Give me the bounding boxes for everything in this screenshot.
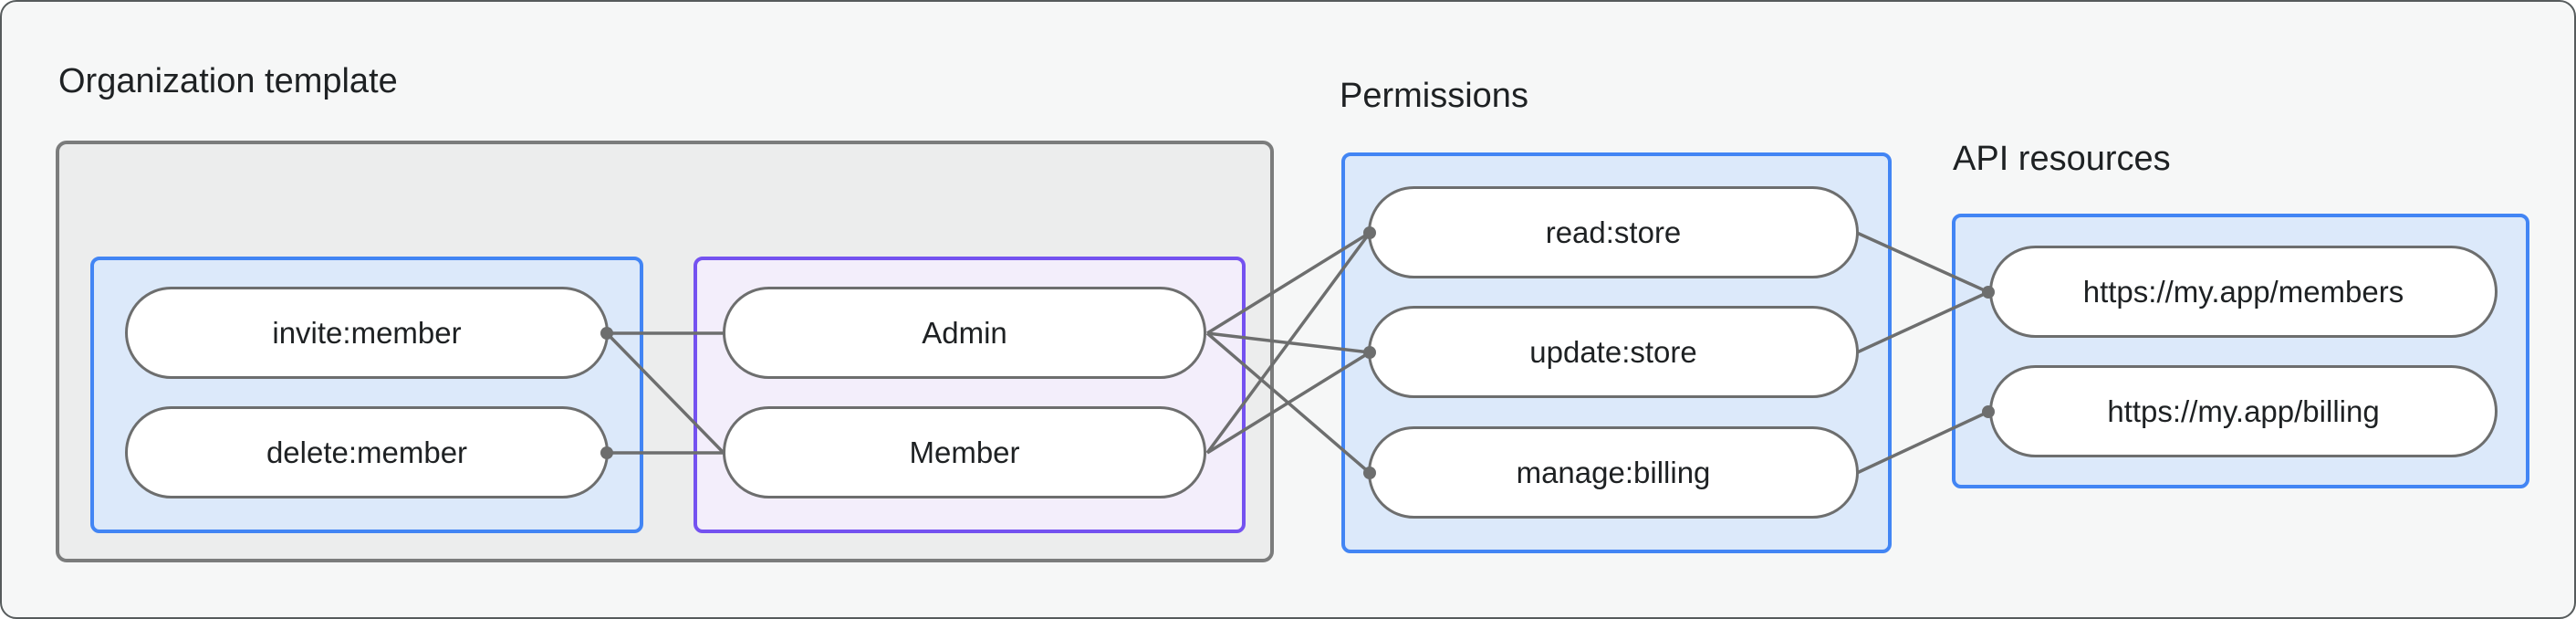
org-template-label: Organization template — [58, 62, 398, 100]
node-admin-role: Admin — [723, 287, 1206, 379]
node-read-store: read:store — [1368, 186, 1859, 278]
node-member-role: Member — [723, 406, 1206, 498]
node-api-billing-url: https://my.app/billing — [1989, 365, 2498, 457]
node-delete-member: delete:member — [125, 406, 609, 498]
node-manage-billing: manage:billing — [1368, 426, 1859, 519]
permissions-label: Permissions — [1340, 77, 1528, 115]
node-invite-member: invite:member — [125, 287, 609, 379]
api-resources-label: API resources — [1953, 140, 2171, 178]
node-update-store: update:store — [1368, 306, 1859, 398]
node-api-members-url: https://my.app/members — [1989, 246, 2498, 338]
